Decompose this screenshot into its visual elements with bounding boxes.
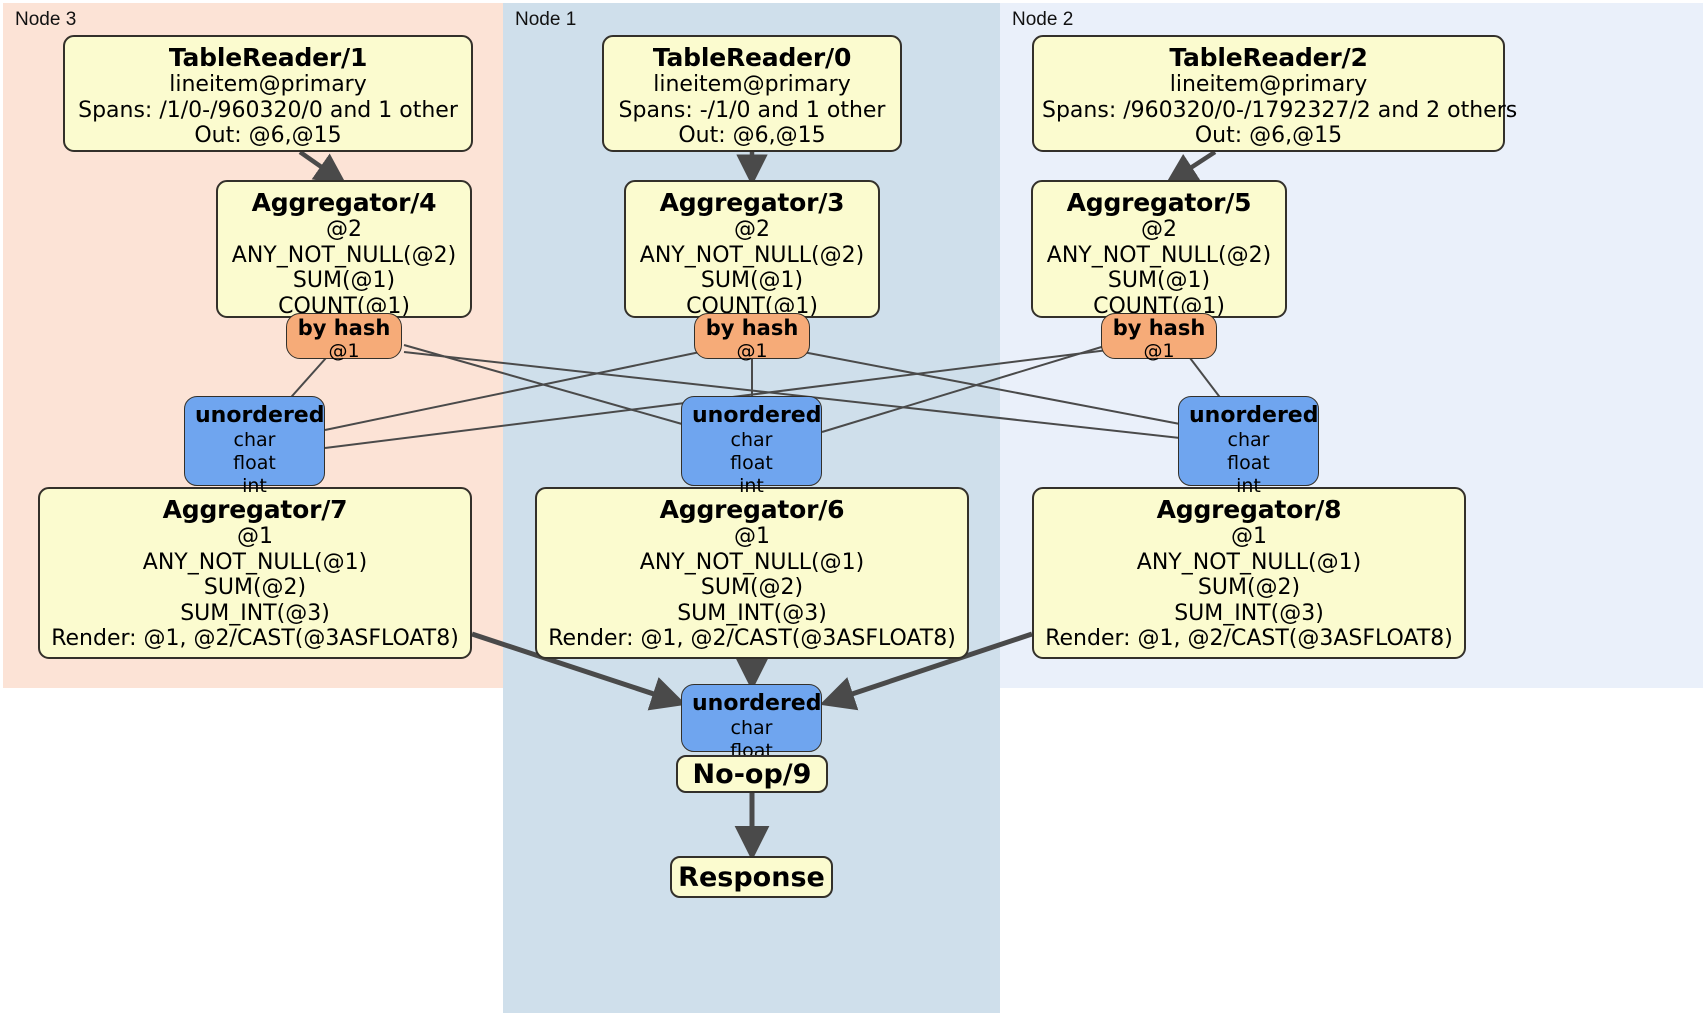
processor-detail-out: Out: @6,@15: [1194, 123, 1343, 149]
synchronizer-type-char: char: [730, 429, 773, 452]
processor-aggregator-4[interactable]: Aggregator/4 @2 ANY_NOT_NULL(@2) SUM(@1)…: [216, 180, 472, 319]
processor-tablereader-2[interactable]: TableReader/2 lineitem@primary Spans: /9…: [1032, 35, 1518, 152]
processor-detail-agg-2: SUM(@1): [700, 268, 804, 294]
processor-title: Aggregator/6: [659, 495, 845, 524]
router-title: by hash: [705, 316, 799, 340]
processor-title: Response: [678, 861, 825, 893]
processor-detail-agg-1: ANY_NOT_NULL(@2): [1046, 242, 1272, 268]
node-panel-label-node1: Node 1: [515, 9, 577, 30]
processor-title: Aggregator/5: [1066, 188, 1252, 217]
processor-title: Aggregator/4: [251, 188, 437, 217]
processor-aggregator-7[interactable]: Aggregator/7 @1 ANY_NOT_NULL(@1) SUM(@2)…: [38, 487, 472, 659]
processor-detail-agg-2: SUM(@1): [1107, 268, 1211, 294]
synchronizer-type-int: int: [739, 474, 764, 497]
synchronizer-type-float: float: [730, 452, 773, 475]
synchronizer-type-float: float: [1227, 452, 1270, 475]
processor-title: Aggregator/3: [659, 188, 845, 217]
processor-detail-render: Render: @1, @2/CAST(@3ASFLOAT8): [1045, 626, 1453, 652]
processor-title: Aggregator/7: [162, 495, 348, 524]
synchronizer-type-char: char: [1227, 429, 1270, 452]
processor-detail-groupcol: @2: [326, 217, 362, 242]
processor-title: TableReader/1: [168, 43, 368, 72]
router-detail: @1: [1143, 339, 1175, 362]
processor-title: Aggregator/8: [1156, 495, 1342, 524]
node-panel-label-node2: Node 2: [1012, 9, 1074, 30]
processor-detail-out: Out: @6,@15: [678, 123, 826, 149]
router-title: by hash: [1112, 316, 1206, 340]
synchronizer-type-char: char: [233, 429, 276, 452]
processor-aggregator-6[interactable]: Aggregator/6 @1 ANY_NOT_NULL(@1) SUM(@2)…: [535, 487, 969, 659]
processor-detail-groupcol: @2: [734, 217, 770, 242]
processor-detail-spans: Spans: -/1/0 and 1 other: [618, 97, 886, 123]
router-by-hash-center[interactable]: by hash @1: [694, 313, 810, 362]
processor-detail-table: lineitem@primary: [1169, 72, 1368, 97]
router-detail: @1: [328, 339, 360, 362]
processor-detail-groupcol: @2: [1141, 217, 1177, 242]
processor-detail-agg-2: SUM(@2): [700, 575, 804, 601]
processor-detail-agg-1: ANY_NOT_NULL(@1): [142, 549, 368, 575]
processor-detail-out: Out: @6,@15: [194, 123, 342, 149]
processor-detail-agg-3: SUM_INT(@3): [180, 600, 330, 626]
processor-detail-agg-1: ANY_NOT_NULL(@2): [231, 242, 457, 268]
synchronizer-unordered-right[interactable]: unordered char float int: [1178, 396, 1319, 497]
processor-noop-9[interactable]: No-op/9: [676, 755, 828, 793]
router-title: by hash: [297, 316, 391, 340]
processor-detail-agg-3: SUM_INT(@3): [1174, 600, 1324, 626]
processor-title: No-op/9: [692, 758, 812, 790]
processor-detail-table: lineitem@primary: [653, 72, 851, 97]
synchronizer-unordered-center[interactable]: unordered char float int: [681, 396, 822, 497]
processor-detail-render: Render: @1, @2/CAST(@3ASFLOAT8): [548, 626, 956, 652]
synchronizer-title: unordered: [692, 691, 822, 716]
processor-detail-render: Render: @1, @2/CAST(@3ASFLOAT8): [51, 626, 459, 652]
processor-detail-agg-1: ANY_NOT_NULL(@2): [639, 242, 865, 268]
router-by-hash-right[interactable]: by hash @1: [1101, 313, 1217, 362]
processor-detail-agg-1: ANY_NOT_NULL(@1): [639, 549, 865, 575]
processor-detail-agg-3: SUM_INT(@3): [677, 600, 827, 626]
router-detail: @1: [736, 339, 768, 362]
synchronizer-title: unordered: [1189, 403, 1319, 428]
synchronizer-type-int: int: [242, 474, 267, 497]
synchronizer-type-char: char: [730, 717, 773, 740]
processor-title: TableReader/0: [652, 43, 852, 72]
processor-detail-agg-2: SUM(@2): [1197, 575, 1301, 601]
synchronizer-title: unordered: [195, 403, 325, 428]
processor-detail-agg-2: SUM(@2): [203, 575, 307, 601]
synchronizer-title: unordered: [692, 403, 822, 428]
synchronizer-type-int: int: [1236, 474, 1261, 497]
processor-detail-spans: Spans: /960320/0-/1792327/2 and 2 others: [1042, 97, 1518, 123]
processor-detail-spans: Spans: /1/0-/960320/0 and 1 other: [78, 97, 458, 123]
processor-detail-agg-1: ANY_NOT_NULL(@1): [1136, 549, 1362, 575]
processor-tablereader-1[interactable]: TableReader/1 lineitem@primary Spans: /1…: [63, 35, 473, 152]
processor-detail-table: lineitem@primary: [169, 72, 367, 97]
processor-tablereader-0[interactable]: TableReader/0 lineitem@primary Spans: -/…: [602, 35, 902, 152]
processor-detail-groupcol: @1: [1231, 524, 1267, 549]
synchronizer-unordered-left[interactable]: unordered char float int: [184, 396, 325, 497]
processor-detail-groupcol: @1: [734, 524, 770, 549]
node-panel-label-node3: Node 3: [15, 9, 77, 30]
synchronizer-type-float: float: [233, 452, 276, 475]
processor-aggregator-5[interactable]: Aggregator/5 @2 ANY_NOT_NULL(@2) SUM(@1)…: [1031, 180, 1287, 319]
processor-aggregator-8[interactable]: Aggregator/8 @1 ANY_NOT_NULL(@1) SUM(@2)…: [1032, 487, 1466, 659]
processor-title: TableReader/2: [1169, 43, 1368, 72]
processor-detail-agg-2: SUM(@1): [292, 268, 396, 294]
processor-aggregator-3[interactable]: Aggregator/3 @2 ANY_NOT_NULL(@2) SUM(@1)…: [624, 180, 880, 319]
router-by-hash-left[interactable]: by hash @1: [286, 313, 402, 362]
processor-response[interactable]: Response: [670, 856, 833, 898]
synchronizer-unordered-final[interactable]: unordered char float: [681, 684, 822, 762]
processor-detail-groupcol: @1: [237, 524, 273, 549]
